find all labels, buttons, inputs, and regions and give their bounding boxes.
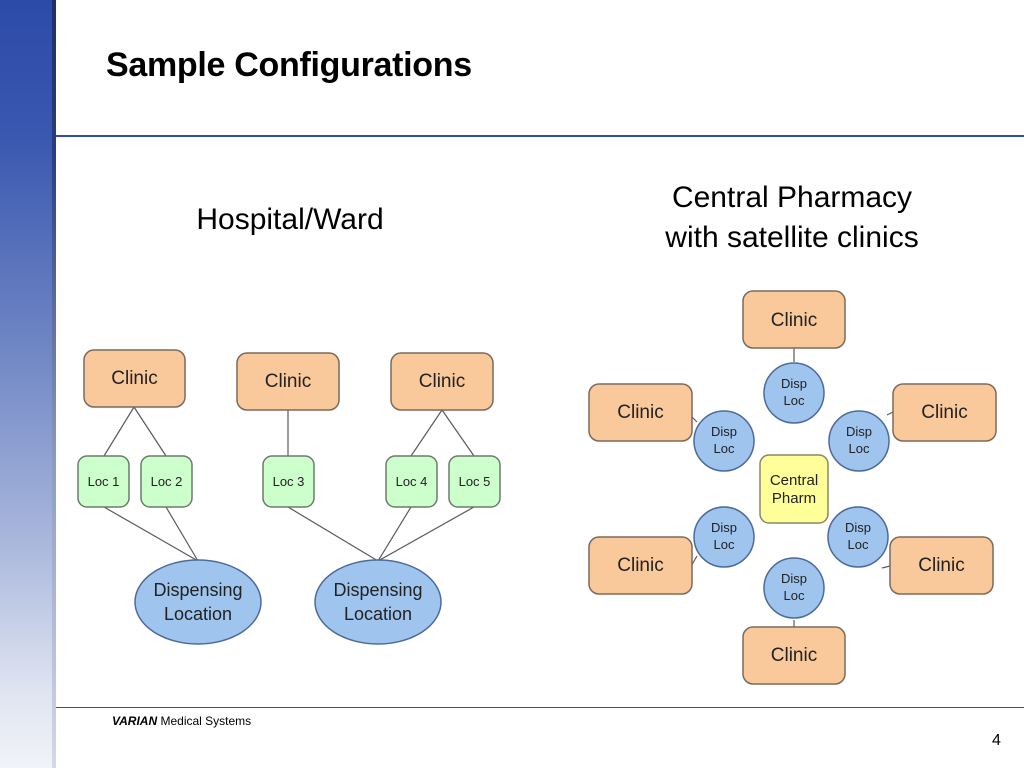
cp-clinic-bottom-label: Clinic <box>771 645 817 666</box>
cp-central-pharm-line1: Central <box>770 472 818 489</box>
left-accent-edge <box>52 0 56 768</box>
hw-dispensing-2-line1: Dispensing <box>333 580 422 600</box>
link-loc5-disp2 <box>377 506 475 562</box>
link-loc4-disp2 <box>377 506 412 562</box>
hw-loc-2: Loc 2 <box>140 455 193 508</box>
hw-loc-5: Loc 5 <box>448 455 501 508</box>
hw-clinic-2-label: Clinic <box>265 371 311 392</box>
link-ur-clinic-disp <box>886 411 894 416</box>
cp-clinic-lower-right-label: Clinic <box>918 555 964 576</box>
hospital-ward-connectors <box>103 406 475 562</box>
hw-dispensing-2-line2: Location <box>344 604 412 624</box>
hw-loc-5-label: Loc 5 <box>459 474 491 489</box>
footer-divider <box>56 707 1024 708</box>
cp-clinic-lower-left-label: Clinic <box>617 555 663 576</box>
cp-disp-loc-lower-right: Disp Loc <box>827 506 889 568</box>
link-loc3-disp2 <box>287 506 379 562</box>
cp-disp-upper-right-line1: Disp <box>846 424 872 439</box>
link-clinic1-loc2 <box>133 406 167 457</box>
cp-disp-top-line2: Loc <box>784 393 805 408</box>
hw-clinic-3-label: Clinic <box>419 371 465 392</box>
cp-disp-lower-left-line2: Loc <box>714 537 735 552</box>
cp-clinic-lower-left: Clinic <box>588 536 693 595</box>
footer-brand: VARIAN Medical Systems <box>112 714 251 728</box>
hw-clinic-3: Clinic <box>390 352 494 411</box>
cp-disp-upper-right-line2: Loc <box>849 441 870 456</box>
hw-dispensing-1-line1: Dispensing <box>153 580 242 600</box>
hospital-ward-heading: Hospital/Ward <box>196 203 384 236</box>
central-pharmacy-heading: Central Pharmacy with satellite clinics <box>612 178 972 258</box>
cp-disp-upper-left-line2: Loc <box>714 441 735 456</box>
cp-clinic-upper-left-label: Clinic <box>617 402 663 423</box>
cp-clinic-lower-right: Clinic <box>889 536 994 595</box>
cp-disp-lower-right-line1: Disp <box>845 520 871 535</box>
cp-central-pharm: Central Pharm <box>759 454 829 524</box>
hw-loc-4-label: Loc 4 <box>396 474 428 489</box>
hw-loc-1-label: Loc 1 <box>88 474 120 489</box>
page-number: 4 <box>992 732 1001 749</box>
hw-loc-3: Loc 3 <box>262 455 315 508</box>
cp-disp-loc-bottom: Disp Loc <box>763 557 825 619</box>
hw-loc-2-label: Loc 2 <box>151 474 183 489</box>
footer-brand-suffix: Medical Systems <box>160 714 252 728</box>
hw-loc-3-label: Loc 3 <box>273 474 305 489</box>
cp-disp-lower-right-line2: Loc <box>848 537 869 552</box>
link-clinic1-loc1 <box>103 406 135 457</box>
hw-loc-1: Loc 1 <box>77 455 130 508</box>
link-lr-clinic-disp <box>881 565 891 569</box>
hw-dispensing-location-2: Dispensing Location <box>314 559 442 645</box>
hospital-ward-diagram: Clinic Clinic Clinic Loc 1 Loc 2 Loc <box>77 349 501 645</box>
cp-clinic-upper-right-label: Clinic <box>921 402 967 423</box>
central-pharmacy-diagram: Clinic Clinic Clinic Clinic Clinic Clini… <box>588 290 997 685</box>
hw-clinic-1: Clinic <box>83 349 186 408</box>
cp-disp-loc-upper-left: Disp Loc <box>693 410 755 472</box>
central-pharmacy-heading-line1: Central Pharmacy <box>671 181 913 214</box>
hw-dispensing-location-1: Dispensing Location <box>134 559 262 645</box>
link-loc2-disp1 <box>165 506 199 562</box>
footer-brand-name: VARIAN <box>112 714 158 728</box>
cp-disp-loc-lower-left: Disp Loc <box>693 506 755 568</box>
cp-disp-top-line1: Disp <box>781 376 807 391</box>
cp-clinic-top-label: Clinic <box>771 310 817 331</box>
cp-disp-loc-upper-right: Disp Loc <box>828 410 890 472</box>
cp-clinic-bottom: Clinic <box>742 626 846 685</box>
cp-disp-upper-left-line1: Disp <box>711 424 737 439</box>
cp-clinic-top: Clinic <box>742 290 846 349</box>
hw-loc-4: Loc 4 <box>385 455 438 508</box>
cp-central-pharm-line2: Pharm <box>772 490 816 507</box>
hw-clinic-1-label: Clinic <box>111 368 157 389</box>
link-clinic3-loc4 <box>410 409 443 457</box>
cp-disp-bottom-line1: Disp <box>781 571 807 586</box>
hw-dispensing-1-line2: Location <box>164 604 232 624</box>
cp-clinic-upper-left: Clinic <box>588 383 693 442</box>
link-clinic3-loc5 <box>441 409 475 457</box>
cp-disp-lower-left-line1: Disp <box>711 520 737 535</box>
link-loc1-disp1 <box>103 506 199 562</box>
cp-disp-loc-top: Disp Loc <box>763 362 825 424</box>
slide-title: Sample Configurations <box>106 46 472 84</box>
central-pharmacy-heading-line2: with satellite clinics <box>665 221 919 254</box>
hw-clinic-2: Clinic <box>236 352 340 411</box>
title-divider <box>56 135 1024 137</box>
left-accent-bar <box>0 0 52 768</box>
cp-clinic-upper-right: Clinic <box>892 383 997 442</box>
cp-disp-bottom-line2: Loc <box>784 588 805 603</box>
